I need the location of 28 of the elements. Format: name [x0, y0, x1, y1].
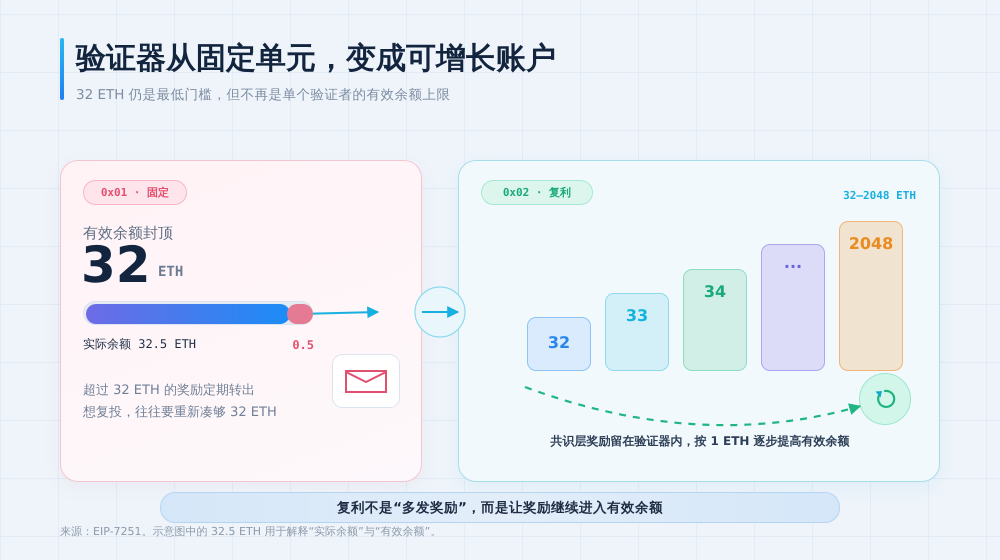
metric-label: 有效余额封顶: [83, 224, 173, 243]
type-tag: 0x01 · 固定: [83, 180, 187, 205]
type-tag: 0x02 · 复利: [481, 180, 593, 205]
balance-caption: 实际余额 32.5 ETH: [83, 336, 196, 352]
info-card: [60, 160, 422, 482]
loop-circle: [859, 373, 911, 425]
excess-value: 0.5: [292, 337, 314, 353]
range-label: 32–2048 ETH: [843, 189, 916, 203]
balance-column: 32: [527, 317, 591, 371]
arrow: [312, 306, 380, 318]
subtitle: 32 ETH 仍是最低门槛，但不再是单个验证者的有效余额上限: [76, 86, 451, 104]
excess-segment: [287, 304, 313, 324]
summary-banner: 复利不是“多发奖励”，而是让奖励继续进入有效余额: [160, 492, 840, 523]
dashed-arrow: [524, 386, 862, 426]
balance-column: 2048: [839, 221, 903, 371]
metric-value: 32: [81, 240, 151, 290]
note-text: 超过 32 ETH 的奖励定期转出: [83, 382, 255, 399]
unit-label: ETH: [158, 264, 184, 281]
progress-fill: [86, 304, 290, 324]
card-caption: 共识层奖励留在验证器内，按 1 ETH 逐步提高有效余额: [550, 433, 850, 449]
info-card: [458, 160, 940, 482]
arrow: [422, 306, 460, 318]
source-note: 来源：EIP-7251。示意图中的 32.5 ETH 用于解释“实际余额”与“有效余额”。: [60, 524, 442, 539]
note-text: 想复投，往往要重新凑够 32 ETH: [83, 404, 277, 421]
balance-column: ···: [761, 244, 825, 371]
slide-title: 验证器从固定单元，变成可增长账户: [76, 40, 556, 78]
balance-column: 33: [605, 293, 669, 371]
balance-column: 34: [683, 269, 747, 371]
